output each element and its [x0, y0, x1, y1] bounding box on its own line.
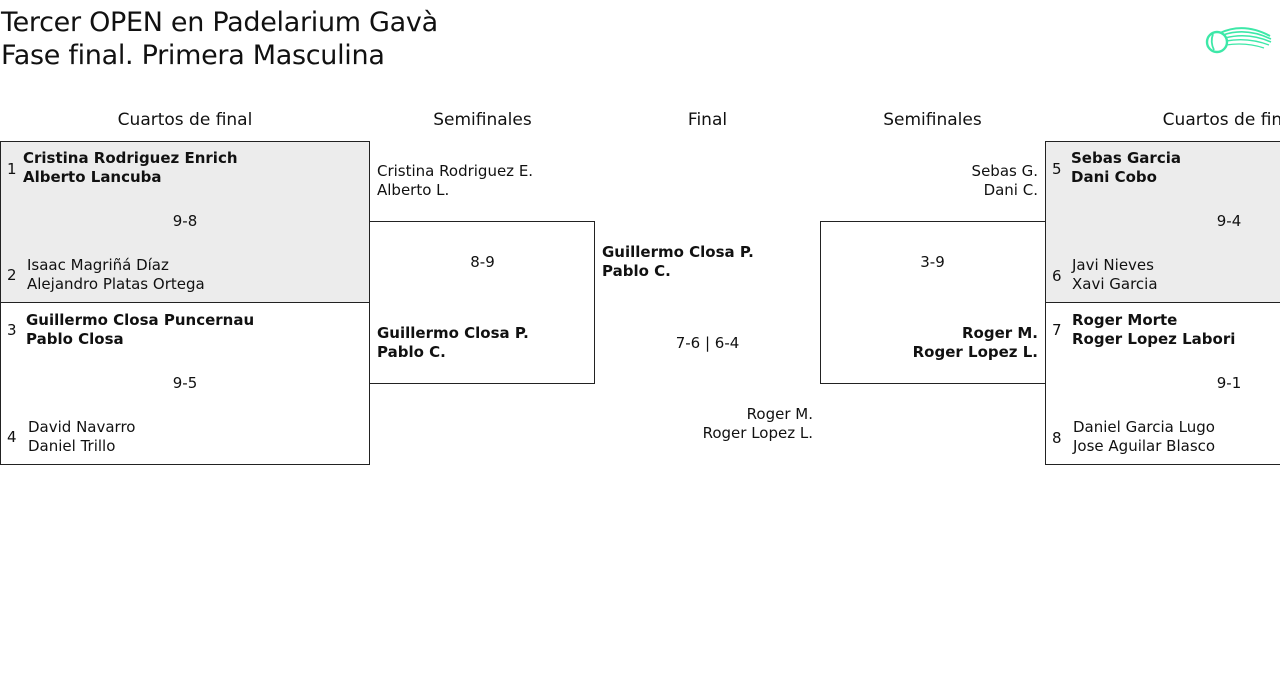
- player-name: Roger Lopez Labori: [1072, 330, 1236, 348]
- player-name: Guillermo Closa Puncernau: [26, 311, 255, 329]
- player-name: Alejandro Platas Ortega: [27, 275, 205, 293]
- page-title: Tercer OPEN en Padelarium Gavà Fase fina…: [1, 6, 438, 72]
- match-score-qf2: 9-5: [172, 374, 198, 392]
- player-name: Cristina Rodriguez E.: [377, 162, 534, 180]
- player-name: Xavi Garcia: [1072, 275, 1158, 293]
- player-name: Pablo C.: [602, 262, 671, 280]
- title-line-1: Tercer OPEN en Padelarium Gavà: [1, 7, 438, 38]
- player-name: Guillermo Closa P.: [602, 243, 754, 261]
- team-qf3-bottom[interactable]: Javi Nieves Xavi Garcia: [1072, 256, 1158, 294]
- player-name: Javi Nieves: [1072, 256, 1154, 274]
- match-score-qf3: 9-4: [1216, 212, 1242, 230]
- seed-number: 5: [1052, 160, 1062, 178]
- padel-ball-logo-icon: [1205, 27, 1272, 54]
- player-name: Roger Morte: [1072, 311, 1178, 329]
- player-name: Cristina Rodriguez Enrich: [23, 149, 238, 167]
- player-name: Jose Aguilar Blasco: [1073, 437, 1216, 455]
- player-name: Daniel Trillo: [28, 437, 116, 455]
- player-name: Pablo C.: [377, 343, 446, 361]
- match-box-qf3: [1045, 141, 1280, 303]
- seed-number: 3: [7, 321, 17, 339]
- seed-number: 8: [1052, 429, 1062, 447]
- team-qf3-top[interactable]: Sebas Garcia Dani Cobo: [1071, 149, 1181, 187]
- player-name: Dani Cobo: [1071, 168, 1157, 186]
- match-box-sf-left: [369, 221, 595, 384]
- player-name: David Navarro: [28, 418, 136, 436]
- player-name: Dani C.: [983, 181, 1038, 199]
- player-name: Guillermo Closa P.: [377, 324, 529, 342]
- column-header-quarterfinals-left: Cuartos de final: [117, 110, 253, 130]
- player-name: Sebas Garcia: [1071, 149, 1181, 167]
- column-header-semifinals-left: Semifinales: [433, 110, 532, 130]
- team-qf1-top[interactable]: Cristina Rodriguez Enrich Alberto Lancub…: [23, 149, 238, 187]
- team-qf2-top[interactable]: Guillermo Closa Puncernau Pablo Closa: [26, 311, 254, 349]
- match-score-sf-left: 8-9: [470, 253, 495, 271]
- team-final-top[interactable]: Guillermo Closa P. Pablo C.: [602, 243, 754, 281]
- seed-number: 4: [7, 428, 17, 446]
- team-sf-right-bottom[interactable]: Roger M. Roger Lopez L.: [826, 324, 1038, 362]
- player-name: Roger Lopez L.: [912, 343, 1038, 361]
- match-score-sf-right: 3-9: [920, 253, 945, 271]
- team-qf4-top[interactable]: Roger Morte Roger Lopez Labori: [1072, 311, 1235, 349]
- seed-number: 7: [1052, 321, 1062, 339]
- match-box-qf4: [1045, 302, 1280, 465]
- team-qf1-bottom[interactable]: Isaac Magriñá Díaz Alejandro Platas Orte…: [27, 256, 205, 294]
- team-qf4-bottom[interactable]: Daniel Garcia Lugo Jose Aguilar Blasco: [1073, 418, 1215, 456]
- player-name: Sebas G.: [971, 162, 1038, 180]
- match-score-qf1: 9-8: [172, 212, 198, 230]
- player-name: Pablo Closa: [26, 330, 124, 348]
- seed-number: 6: [1052, 267, 1062, 285]
- match-score-final: 7-6 | 6-4: [675, 334, 740, 352]
- player-name: Alberto Lancuba: [23, 168, 162, 186]
- seed-number: 1: [7, 160, 17, 178]
- player-name: Roger Lopez L.: [702, 424, 813, 442]
- player-name: Isaac Magriñá Díaz: [27, 256, 169, 274]
- column-header-semifinals-right: Semifinales: [883, 110, 982, 130]
- team-final-bottom[interactable]: Roger M. Roger Lopez L.: [600, 405, 813, 443]
- title-line-2: Fase final. Primera Masculina: [1, 40, 385, 71]
- player-name: Roger M.: [961, 324, 1038, 342]
- seed-number: 2: [7, 266, 17, 284]
- team-sf-left-top[interactable]: Cristina Rodriguez E. Alberto L.: [377, 162, 533, 200]
- column-header-quarterfinals-right: Cuartos de final: [1162, 110, 1280, 130]
- team-qf2-bottom[interactable]: David Navarro Daniel Trillo: [28, 418, 135, 456]
- team-sf-left-bottom[interactable]: Guillermo Closa P. Pablo C.: [377, 324, 529, 362]
- player-name: Daniel Garcia Lugo: [1073, 418, 1215, 436]
- match-score-qf4: 9-1: [1216, 374, 1242, 392]
- column-header-final: Final: [687, 110, 728, 130]
- player-name: Roger M.: [746, 405, 813, 423]
- team-sf-right-top[interactable]: Sebas G. Dani C.: [826, 162, 1038, 200]
- player-name: Alberto L.: [377, 181, 450, 199]
